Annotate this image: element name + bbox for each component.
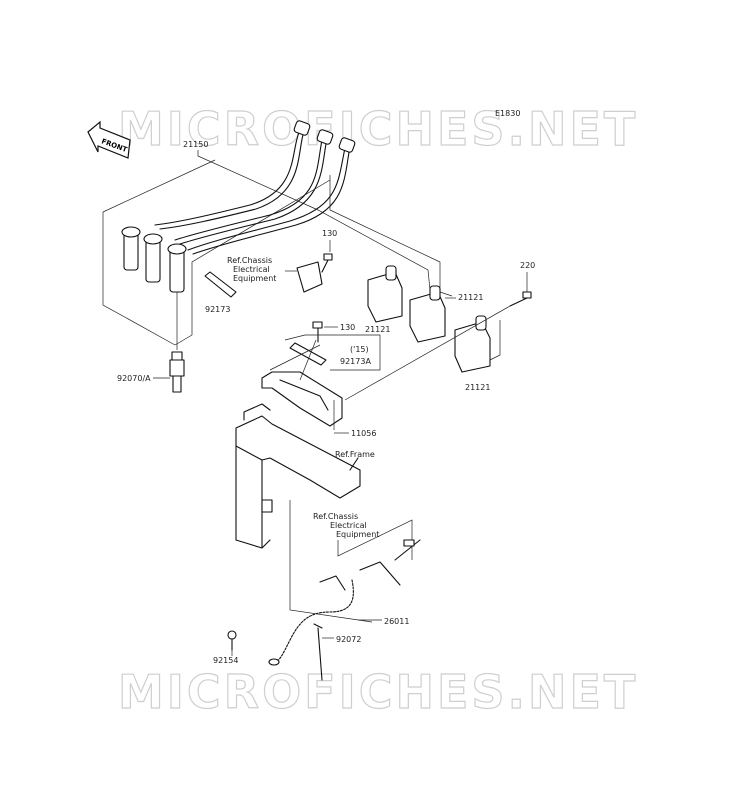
watermark-bottom: MICROFICHES.NET [118,665,638,719]
spark-plug [169,292,185,393]
coil-bracket [261,371,343,430]
label-92173: 92173 [205,305,230,314]
label-21121-a: 21121 [365,325,390,334]
part-92173 [204,271,237,298]
ref-chassis-1-line1: Ref.Chassis [227,256,272,265]
label-130-mid: 130 [340,323,355,332]
ignition-coil-2 [409,285,446,343]
part-92173A [289,342,327,366]
bracket-chassis [285,261,323,293]
front-arrow-icon: FRONT [87,120,131,159]
label-21121-b: 21121 [458,293,483,302]
tie-strap-92072 [313,623,323,681]
ignition-coil-3 [454,315,491,373]
ref-frame: Ref.Frame [335,450,375,459]
note-15: ('15) [350,345,369,354]
ignition-coil-1 [367,265,403,323]
label-92072: 92072 [336,635,361,644]
harness-26011 [268,579,354,666]
leader-21150 [197,150,431,291]
ground-connector [319,539,421,591]
ref-chassis-2-line2: Electrical [330,521,367,530]
label-21150: 21150 [183,140,208,149]
ref-chassis-1-line3: Equipment [233,274,276,283]
label-220: 220 [520,261,535,270]
label-21121-c: 21121 [465,383,490,392]
bolt-220 [509,291,532,307]
label-92173A: 92173A [340,357,371,366]
label-11056: 11056 [351,429,376,438]
ref-chassis-2-line3: Equipment [336,530,379,539]
frame [235,403,361,549]
label-26011: 26011 [384,617,409,626]
label-130-top: 130 [322,229,337,238]
bracket-21150-left [102,212,176,346]
label-92070A: 92070/A [117,374,151,383]
spark-plug-wires [121,120,356,293]
diagram-code: E1830 [495,109,520,118]
label-92154: 92154 [213,656,238,665]
watermark-top: MICROFICHES.NET [118,102,638,156]
ref-chassis-1-line2: Electrical [233,265,270,274]
bolt-130-top [321,253,333,273]
ref-chassis-2-line1: Ref.Chassis [313,512,358,521]
bolt-92154 [227,630,237,651]
bolt-130-mid [312,321,323,343]
